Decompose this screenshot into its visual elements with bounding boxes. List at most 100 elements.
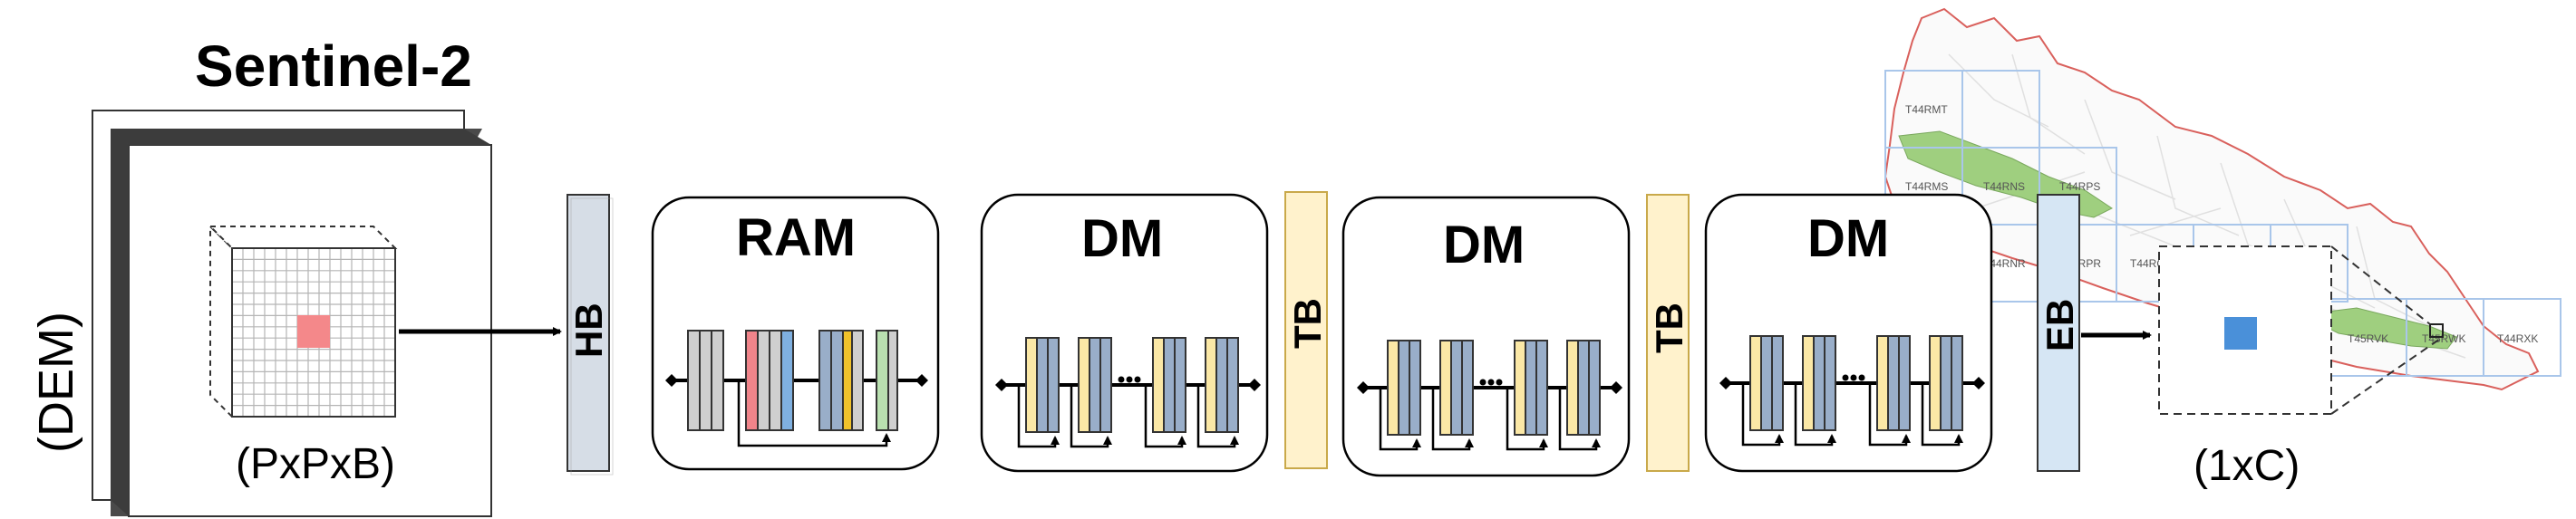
ram-output-diamond xyxy=(915,374,928,387)
dm2-layer xyxy=(1439,340,1452,436)
dm3-output-diamond xyxy=(1972,377,1985,389)
dm3-title: DM xyxy=(1807,209,1889,268)
dm2-layer xyxy=(1525,340,1537,436)
dm2-title: DM xyxy=(1443,216,1525,274)
map-location-marker xyxy=(2429,323,2444,338)
input-patch xyxy=(208,224,398,419)
end-block xyxy=(2037,194,2080,472)
ram-layer-yellow xyxy=(818,330,864,431)
dm3-layer xyxy=(1940,335,1952,431)
dm1-layer xyxy=(1036,337,1049,433)
dm2-ellipsis-dot xyxy=(1487,379,1495,386)
dm3-layer xyxy=(1802,335,1815,431)
dm1-layer xyxy=(1047,337,1060,433)
dm2-layer xyxy=(1514,340,1526,436)
dm1-layer xyxy=(1078,337,1090,433)
dm1-layer xyxy=(1089,337,1101,433)
end-block-label: EB xyxy=(2039,299,2081,351)
map-tile-label: T44RMS xyxy=(1905,180,1948,193)
ram-skip-connection xyxy=(737,380,891,447)
map-green-area-east xyxy=(2319,307,2457,350)
dm1-skip-connection xyxy=(1070,385,1112,448)
transition-block-2 xyxy=(1646,194,1690,472)
map-tile-label: T44RNR xyxy=(1983,257,2026,270)
dm1-skip-connection xyxy=(1017,385,1060,448)
dm1-title: DM xyxy=(1081,209,1163,268)
dm1-layer xyxy=(1152,337,1165,433)
dm2-skip-connection xyxy=(1431,388,1474,451)
dm2-skip-connection xyxy=(1506,388,1548,451)
dm1-layer xyxy=(1215,337,1228,433)
dm1-layer xyxy=(1174,337,1186,433)
dm3-layer xyxy=(1824,335,1836,431)
head-block xyxy=(567,194,610,472)
dm1-layer xyxy=(1205,337,1217,433)
dm2-ellipsis-dot xyxy=(1496,379,1503,386)
dm2-layer xyxy=(1566,340,1579,436)
dm2-skip-connection xyxy=(1379,388,1421,451)
dm1-layer xyxy=(1025,337,1038,433)
input-title: Sentinel-2 xyxy=(195,34,472,99)
dm1-layer xyxy=(1099,337,1112,433)
head-block-label: HB xyxy=(567,303,610,358)
map-tile-label: T45RVK xyxy=(2348,332,2388,345)
dm3-layer xyxy=(1876,335,1889,431)
dm2-layer xyxy=(1461,340,1474,436)
dm2-output-diamond xyxy=(1610,381,1622,394)
map-tile-label: T44RMT xyxy=(1905,103,1948,116)
stack-dark-left-face xyxy=(111,129,129,516)
head-block-shadow xyxy=(570,197,614,476)
zoom-line-top xyxy=(2330,245,2431,325)
dm3-layer xyxy=(1813,335,1825,431)
dm3-layer xyxy=(1951,335,1963,431)
dm1-layer xyxy=(1163,337,1176,433)
patch-front-face xyxy=(231,247,396,418)
dm1-skip-connection xyxy=(1144,385,1186,448)
dm1-ellipsis-dot xyxy=(1126,376,1133,383)
dm3-layer xyxy=(1760,335,1773,431)
dm1-output-diamond xyxy=(1248,379,1261,391)
dm2-layer xyxy=(1398,340,1410,436)
transition-block-1-label: TB xyxy=(1286,298,1329,349)
dm3-input-diamond xyxy=(1719,377,1732,389)
patch-top-face xyxy=(208,226,398,249)
dm2-layer xyxy=(1577,340,1590,436)
dm1-ellipsis-dot xyxy=(1118,376,1125,383)
map-tile-label: T44RXK xyxy=(2497,332,2538,345)
dm3-skip-connection xyxy=(1921,383,1963,447)
ram-layer-green xyxy=(876,330,898,431)
zoom-line-bottom xyxy=(2330,336,2444,415)
output-pixel xyxy=(2224,317,2257,350)
dm3-skip-connection xyxy=(1741,383,1784,447)
dm2-layer xyxy=(1409,340,1421,436)
dm3-layer xyxy=(1771,335,1784,431)
dm2-layer xyxy=(1588,340,1601,436)
dm3-layer xyxy=(1929,335,1942,431)
dem-side-label: (DEM) xyxy=(29,312,83,453)
dm2-input-diamond xyxy=(1357,381,1370,394)
dm3-ellipsis-dot xyxy=(1858,374,1865,381)
dm1-input-diamond xyxy=(995,379,1008,391)
transition-block-1 xyxy=(1284,191,1328,469)
dm2-layer xyxy=(1535,340,1548,436)
transition-block-2-label: TB xyxy=(1648,303,1690,353)
dm3-ellipsis-dot xyxy=(1842,374,1849,381)
dm1-layer xyxy=(1226,337,1239,433)
map-tile-label: T44RNS xyxy=(1983,180,2025,193)
dm3-skip-connection xyxy=(1868,383,1911,447)
ram-input-diamond xyxy=(665,374,678,387)
dm2-ellipsis-dot xyxy=(1479,379,1487,386)
target-pixel xyxy=(297,315,330,348)
dense-module-2: DM xyxy=(1341,196,1631,477)
patch-grid xyxy=(232,248,395,417)
map-tile-label: T44RPS xyxy=(2059,180,2100,193)
dm1-skip-connection xyxy=(1196,385,1239,448)
dm3-ellipsis-dot xyxy=(1850,374,1857,381)
stack-dark-top-face xyxy=(111,129,491,145)
ram-title: RAM xyxy=(736,208,856,267)
dense-module-1: DM xyxy=(980,193,1269,473)
dense-module-3: DM xyxy=(1704,193,1993,473)
patch-depth-face xyxy=(209,224,233,419)
dm3-layer xyxy=(1887,335,1900,431)
